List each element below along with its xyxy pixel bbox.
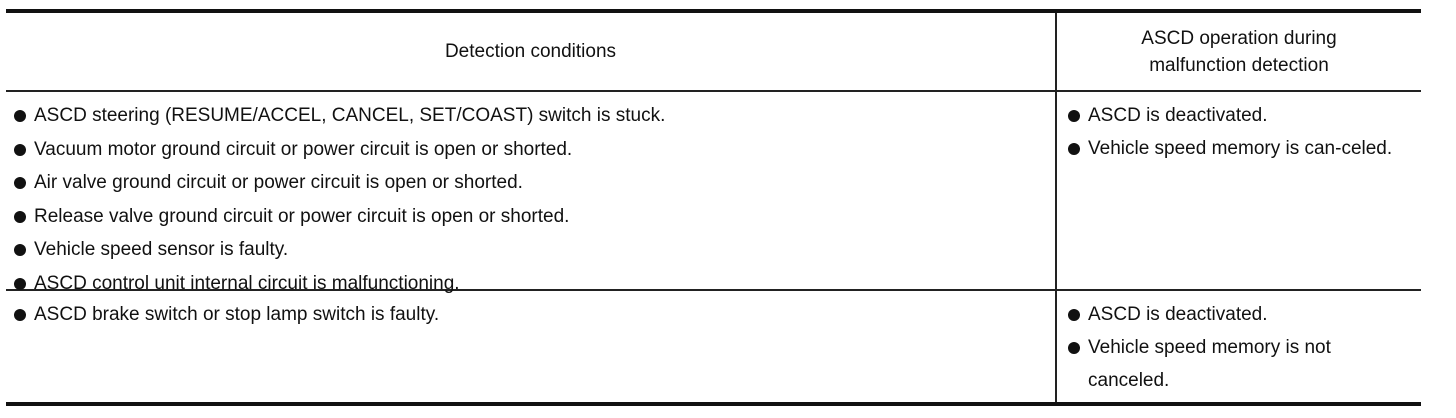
bullet-icon	[14, 177, 26, 189]
table-row: ASCD brake switch or stop lamp switch is…	[6, 291, 1421, 402]
detection-conditions-header: Detection conditions	[6, 13, 1057, 90]
list-item: ASCD control unit internal circuit is ma…	[10, 267, 1055, 301]
condition-list: ASCD brake switch or stop lamp switch is…	[6, 291, 1055, 332]
bullet-icon	[14, 143, 26, 156]
bullet-icon	[14, 210, 26, 223]
list-item: Vehicle speed memory is not canceled.	[1064, 331, 1415, 397]
list-item: ASCD is deactivated.	[1064, 298, 1415, 331]
bullet-icon	[14, 110, 26, 122]
list-item: ASCD steering (RESUME/ACCEL, CANCEL, SET…	[10, 99, 1055, 133]
bullet-icon	[14, 244, 26, 256]
bullet-icon	[1068, 110, 1080, 122]
detection-conditions-cell: ASCD brake switch or stop lamp switch is…	[6, 291, 1057, 402]
ascd-operation-cell: ASCD is deactivated. Vehicle speed memor…	[1057, 291, 1421, 402]
bullet-icon	[14, 277, 26, 290]
list-item: ASCD brake switch or stop lamp switch is…	[10, 298, 1055, 332]
detection-conditions-cell: ASCD steering (RESUME/ACCEL, CANCEL, SET…	[6, 92, 1057, 294]
ascd-operation-header-line2: malfunction detection	[1149, 54, 1329, 76]
table-row: ASCD steering (RESUME/ACCEL, CANCEL, SET…	[6, 92, 1421, 294]
condition-list: ASCD steering (RESUME/ACCEL, CANCEL, SET…	[6, 92, 1055, 300]
list-item: Release valve ground circuit or power ci…	[10, 200, 1055, 234]
bullet-icon	[1068, 342, 1080, 354]
list-item: Vehicle speed memory is can-celed.	[1064, 132, 1415, 165]
detection-conditions-header-label: Detection conditions	[444, 41, 617, 62]
ascd-operation-cell: ASCD is deactivated. Vehicle speed memor…	[1057, 92, 1421, 289]
bullet-icon	[1068, 309, 1080, 321]
list-item: Vehicle speed sensor is faulty.	[10, 233, 1055, 267]
ascd-operation-header-line1: ASCD operation during	[1141, 27, 1337, 49]
operation-list: ASCD is deactivated. Vehicle speed memor…	[1057, 92, 1421, 165]
ascd-operation-header: ASCD operation during malfunction detect…	[1057, 13, 1421, 90]
malfunction-table: Detection conditions ASCD operation duri…	[6, 9, 1421, 406]
table-header-row: Detection conditions ASCD operation duri…	[6, 13, 1421, 92]
list-item: Air valve ground circuit or power circui…	[10, 166, 1055, 200]
operation-list: ASCD is deactivated. Vehicle speed memor…	[1057, 291, 1421, 397]
bullet-icon	[14, 309, 26, 321]
list-item: Vacuum motor ground circuit or power cir…	[10, 133, 1055, 167]
bullet-icon	[1068, 143, 1080, 155]
list-item: ASCD is deactivated.	[1064, 99, 1415, 132]
